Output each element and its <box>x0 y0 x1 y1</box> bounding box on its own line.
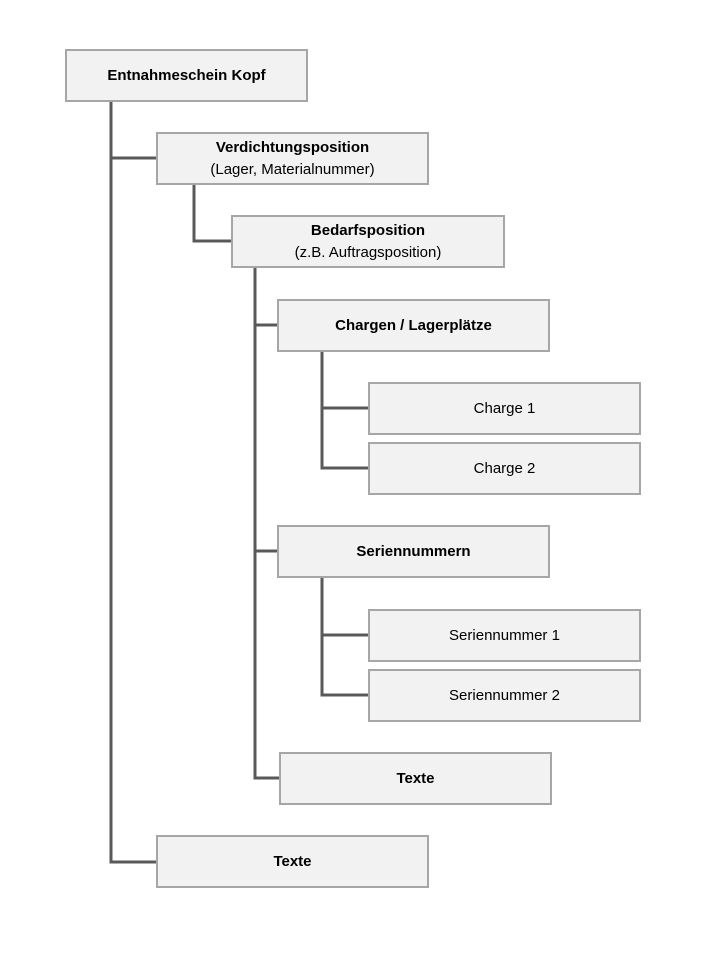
node-seriennummer-2: Seriennummer 2 <box>368 669 641 722</box>
node-chargen-lagerplaetze: Chargen / Lagerplätze <box>277 299 550 352</box>
node-texte-inner: Texte <box>279 752 552 805</box>
node-label: Seriennummer 2 <box>449 686 560 704</box>
node-verdichtungsposition: Verdichtungsposition (Lager, Materialnum… <box>156 132 429 185</box>
node-seriennummern: Seriennummern <box>277 525 550 578</box>
node-charge-1: Charge 1 <box>368 382 641 435</box>
node-label: Charge 1 <box>473 399 536 417</box>
node-subtitle: (Lager, Materialnummer) <box>210 160 375 178</box>
node-title: Texte <box>273 852 312 870</box>
node-charge-2: Charge 2 <box>368 442 641 495</box>
node-title: Bedarfsposition <box>310 221 426 239</box>
node-title: Entnahmeschein Kopf <box>107 66 266 84</box>
node-title: Texte <box>396 769 435 787</box>
node-title: Chargen / Lagerplätze <box>335 316 492 334</box>
node-label: Seriennummer 1 <box>449 626 560 644</box>
node-seriennummer-1: Seriennummer 1 <box>368 609 641 662</box>
node-entnahmeschein-kopf: Entnahmeschein Kopf <box>65 49 308 102</box>
node-label: Charge 2 <box>473 459 536 477</box>
node-bedarfsposition: Bedarfsposition (z.B. Auftragsposition) <box>231 215 505 268</box>
node-title: Verdichtungsposition <box>215 138 370 156</box>
node-subtitle: (z.B. Auftragsposition) <box>294 243 442 261</box>
node-title: Seriennummern <box>356 542 471 560</box>
node-texte-outer: Texte <box>156 835 429 888</box>
